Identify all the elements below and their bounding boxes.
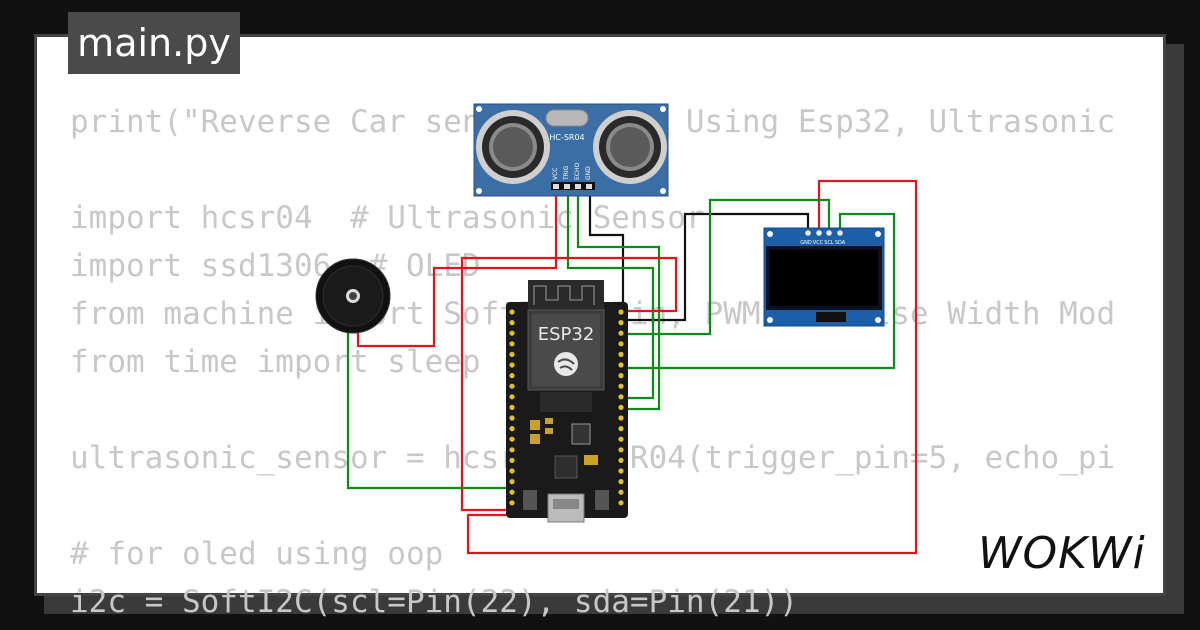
header-pin — [618, 351, 624, 357]
header-pin — [618, 489, 624, 495]
code-line: import ssd1306 # OLED — [70, 248, 481, 284]
sensor-pin-vcc: VCC — [552, 168, 559, 180]
esp32-label: ESP32 — [538, 324, 595, 345]
wire-red — [460, 256, 678, 512]
code-line: i2c = SoftI2C(scl=Pin(22), sda=Pin(21)) — [70, 584, 798, 620]
header-pin — [509, 351, 515, 357]
esp32-pins-right — [618, 309, 624, 506]
oled-pin-scl: SCL — [824, 240, 834, 246]
sensor-label: HC-SR04 — [549, 133, 584, 142]
header-pin — [509, 362, 515, 368]
buzzer[interactable] — [315, 258, 391, 334]
oled-pin-gnd: GND — [800, 240, 812, 246]
espressif-logo-icon — [554, 352, 578, 376]
transducer-left — [476, 110, 550, 184]
esp32-pins-left — [509, 309, 515, 506]
header-pin — [509, 383, 515, 389]
wires — [346, 179, 918, 555]
header-pin — [509, 415, 515, 421]
header-pin — [618, 479, 624, 485]
header-pin — [618, 404, 624, 410]
header-pin — [618, 320, 624, 326]
header-pin — [509, 330, 515, 336]
header-pin — [618, 383, 624, 389]
header-pin — [509, 373, 515, 379]
header-pin — [618, 373, 624, 379]
header-pin — [618, 362, 624, 368]
header-pin — [618, 309, 624, 315]
code-background: print("Reverse Car sensor System Using E… — [70, 105, 1135, 619]
code-line: # for oled using oop — [70, 536, 444, 572]
header-pin — [509, 500, 515, 506]
header-pin — [509, 309, 515, 315]
header-pin — [509, 489, 515, 495]
sensor-pin-trig: TRIG — [563, 165, 570, 181]
wire-red — [356, 186, 558, 348]
code-line: import hcsr04 # Ultrasonic Sensor — [70, 200, 705, 236]
header-pin — [618, 447, 624, 453]
wire-red — [466, 179, 918, 555]
header-pin — [509, 341, 515, 347]
oled-display[interactable]: GND VCC SCL SDA — [763, 227, 885, 327]
wire-green — [566, 186, 655, 400]
code-line: from time import sleep — [70, 344, 481, 380]
header-pin — [509, 436, 515, 442]
header-pin — [618, 426, 624, 432]
header-pin — [618, 436, 624, 442]
header-pin — [618, 468, 624, 474]
header-pin — [618, 500, 624, 506]
header-pin — [509, 320, 515, 326]
transducer-right — [593, 110, 667, 184]
file-tab[interactable]: main.py — [68, 12, 240, 74]
header-pin — [509, 457, 515, 463]
header-pin — [618, 415, 624, 421]
ultrasonic-sensor[interactable]: HC-SR04 VCC TRIG ECHO GND — [473, 103, 669, 197]
wire-green — [576, 186, 661, 411]
wokwi-logo: WOKWi — [978, 528, 1146, 579]
esp32-board[interactable]: ESP32 — [506, 280, 628, 523]
header-pin — [509, 404, 515, 410]
header-pin — [618, 341, 624, 347]
header-pin — [618, 457, 624, 463]
header-pin — [509, 468, 515, 474]
oled-pin-vcc: VCC — [813, 240, 824, 246]
sensor-pin-gnd: GND — [585, 166, 592, 180]
header-pin — [509, 426, 515, 432]
wire-green — [346, 328, 510, 490]
wire-green — [620, 198, 831, 336]
sensor-pin-echo: ECHO — [574, 163, 581, 180]
header-pin — [509, 394, 515, 400]
wire-green — [620, 212, 896, 370]
header-pin — [618, 394, 624, 400]
header-pin — [509, 447, 515, 453]
header-pin — [509, 479, 515, 485]
oled-pin-sda: SDA — [835, 240, 846, 246]
header-pin — [618, 330, 624, 336]
